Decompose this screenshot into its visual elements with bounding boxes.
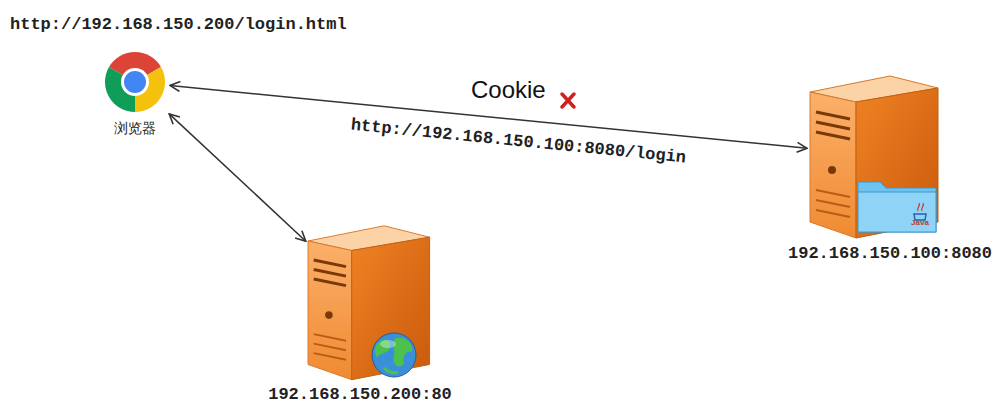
- cookie-label: Cookie: [471, 76, 546, 104]
- address-label: 192.168.150.100:8080: [788, 244, 992, 264]
- cross-mark: [562, 94, 574, 107]
- web-server: [308, 226, 430, 380]
- server-node: 192.168.150.200:80: [308, 222, 432, 380]
- address-label: http://192.168.150.200/login.html: [10, 15, 347, 35]
- java-logo-text: Java: [911, 218, 929, 227]
- java-server: [810, 76, 938, 238]
- node-caption: 浏览器: [114, 120, 156, 136]
- globe-icon: [372, 333, 416, 377]
- edge-label: http://192.168.150.100:8080/login: [350, 115, 687, 168]
- server-node: 192.168.150.100:8080: [810, 72, 940, 238]
- chrome-icon: [105, 52, 165, 112]
- browser-node: http://192.168.150.200/login.html浏览器: [103, 50, 167, 114]
- address-label: 192.168.150.200:80: [268, 385, 452, 405]
- request-arrow: [169, 114, 306, 241]
- java-folder: [858, 182, 936, 232]
